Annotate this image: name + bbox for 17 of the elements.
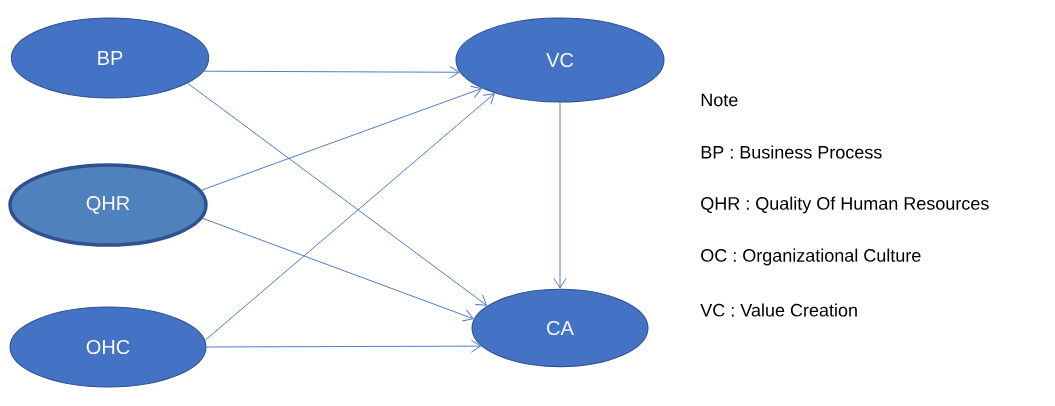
arrow — [553, 102, 567, 289]
ellipse-node: BP — [10, 17, 210, 99]
arrow — [202, 217, 474, 322]
ellipse-node: CA — [471, 288, 649, 368]
arrow — [204, 93, 495, 341]
note-heading: Note — [701, 93, 738, 107]
legend-entry: VC : Value Creation — [700, 303, 857, 317]
legend-entry: OC : Organizational Culture — [701, 248, 921, 266]
ellipse-node: QHR — [8, 163, 208, 247]
arrow — [203, 65, 460, 79]
ellipse-node: VC — [455, 17, 665, 103]
arrow — [206, 339, 482, 353]
legend-entry: QHR : Quality Of Human Resources — [701, 196, 989, 214]
arrow — [187, 82, 487, 306]
ellipse-node: OHC — [9, 306, 207, 388]
legend-entry: BP : Business Process — [701, 145, 882, 159]
arrow — [200, 85, 482, 191]
